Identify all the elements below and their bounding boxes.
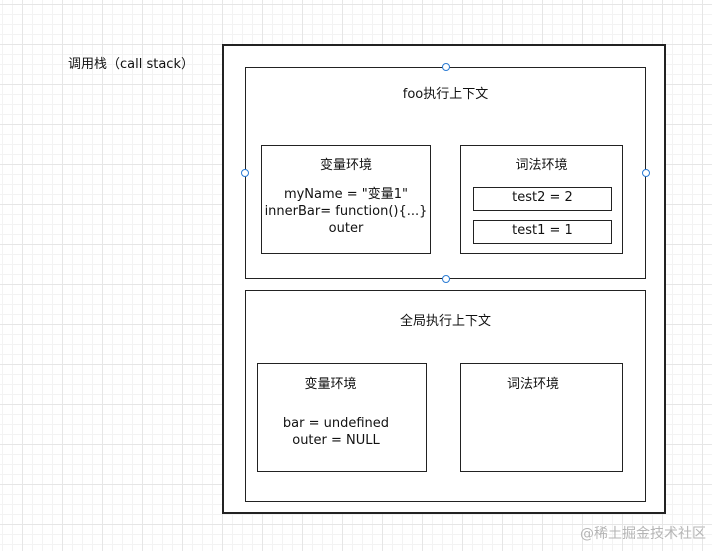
foo-variable-environment[interactable]: [261, 145, 431, 254]
global-variable-environment[interactable]: [257, 363, 427, 472]
global-variable-line: bar = undefined: [282, 416, 390, 431]
watermark-text: @稀土掘金技术社区: [580, 526, 706, 542]
foo-variable-line: innerBar= function(){...}: [264, 204, 428, 219]
call-stack-label: 调用栈（call stack）: [68, 57, 194, 72]
global-lexical-environment[interactable]: [460, 363, 623, 472]
foo-variable-line: myName = "变量1": [283, 187, 409, 202]
selection-handle-top[interactable]: [442, 63, 450, 71]
foo-variable-line: outer: [328, 221, 364, 236]
selection-handle-bottom[interactable]: [442, 275, 450, 283]
selection-handle-right[interactable]: [642, 169, 650, 177]
lexical-entry-box[interactable]: test1 = 1: [473, 220, 612, 244]
lexical-entry-box[interactable]: test2 = 2: [473, 187, 612, 211]
foo-context-title: foo执行上下文: [402, 87, 489, 102]
global-lexical-env-title: 词法环境: [506, 377, 559, 392]
selection-handle-left[interactable]: [241, 169, 249, 177]
global-variable-env-title: 变量环境: [304, 377, 357, 392]
foo-lexical-env-title: 词法环境: [515, 158, 568, 173]
foo-variable-env-title: 变量环境: [319, 158, 372, 173]
global-context-title: 全局执行上下文: [399, 314, 491, 329]
global-variable-line: outer = NULL: [292, 433, 380, 448]
